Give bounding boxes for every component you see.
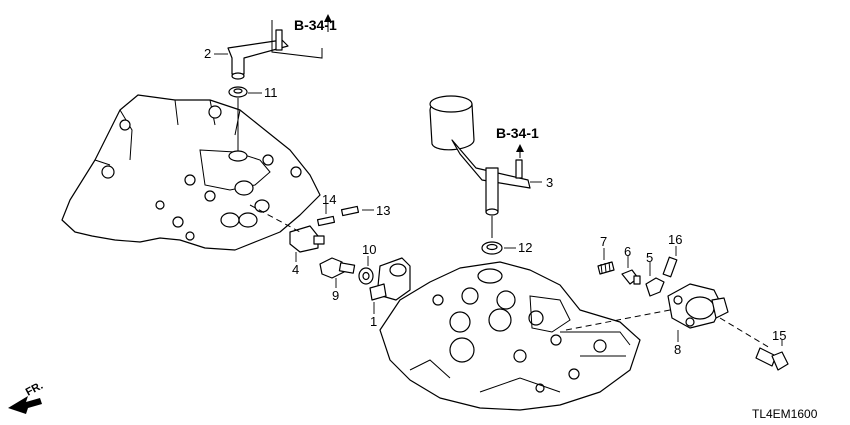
- label-part-15: 15: [772, 328, 786, 343]
- label-part-2: 2: [204, 46, 211, 61]
- bolt-part-9: [319, 257, 356, 288]
- clip-part-5: [645, 262, 665, 297]
- label-part-7: 7: [600, 234, 607, 249]
- spring-part-7: [597, 248, 615, 275]
- transmission-housing-left: [61, 94, 321, 251]
- label-part-6: 6: [624, 244, 631, 259]
- front-direction-arrow: [8, 396, 42, 414]
- cross-ref-middle: B-34-1: [496, 125, 539, 141]
- cross-ref-top: B-34-1: [294, 17, 337, 33]
- connector-line: [565, 309, 671, 331]
- spring-pin-part-13: [340, 205, 374, 217]
- shift-lever-part-2: [214, 29, 289, 80]
- label-part-1: 1: [370, 314, 377, 329]
- washer-part-10: [358, 256, 374, 285]
- ref-arrow-3: [516, 144, 524, 158]
- sensor-part-8: [667, 283, 729, 342]
- washer-part-12: [481, 241, 516, 255]
- label-part-16: 16: [668, 232, 682, 247]
- label-part-4: 4: [292, 262, 299, 277]
- shift-piece-part-4: [249, 204, 325, 262]
- front-direction-label: FR.: [24, 380, 45, 399]
- pin-part-16: [662, 246, 678, 278]
- bolt-axis-line: [719, 317, 771, 349]
- transmission-case-center: [379, 261, 641, 411]
- label-part-12: 12: [518, 240, 532, 255]
- bolt-part-15: [755, 340, 789, 371]
- bolt-part-6: [621, 256, 641, 285]
- drawing-code: TL4EM1600: [752, 407, 818, 421]
- label-part-3: 3: [546, 175, 553, 190]
- interlock-part-1: [369, 257, 411, 314]
- label-part-8: 8: [674, 342, 681, 357]
- label-part-9: 9: [332, 288, 339, 303]
- ref-bracket-top: [271, 14, 332, 59]
- label-part-10: 10: [362, 242, 376, 257]
- label-part-11: 11: [264, 85, 278, 100]
- spring-pin-part-14: [316, 204, 336, 227]
- label-part-5: 5: [646, 250, 653, 265]
- shift-arm-part-3: [429, 95, 542, 238]
- washer-part-11: [228, 86, 262, 162]
- label-part-13: 13: [376, 203, 390, 218]
- label-part-14: 14: [322, 192, 336, 207]
